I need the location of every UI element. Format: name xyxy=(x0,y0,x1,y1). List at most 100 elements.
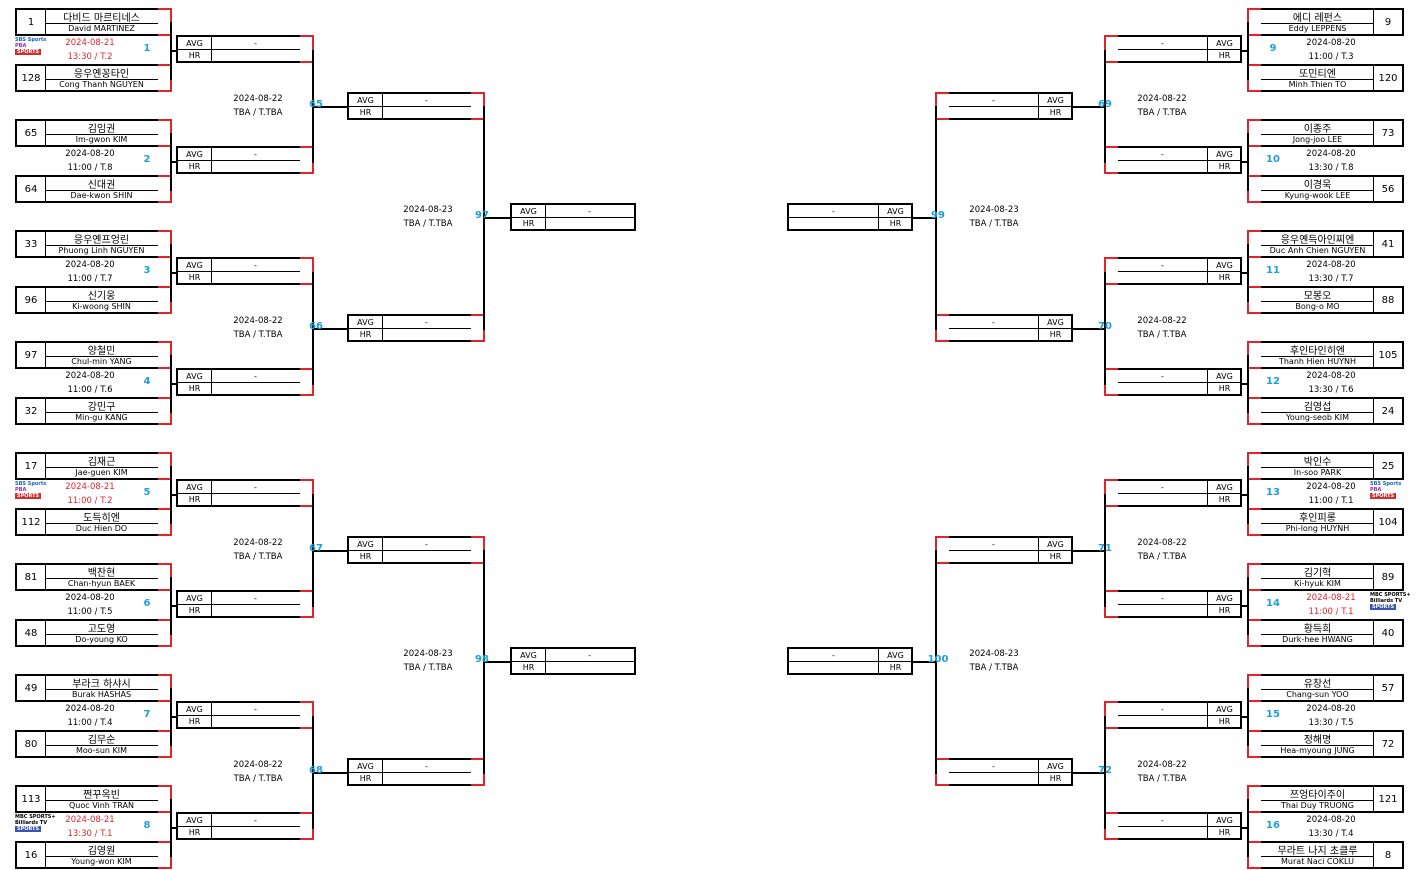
player-name-korean: 김영섭 xyxy=(1261,399,1374,413)
bracket-tab xyxy=(1104,701,1118,729)
bracket-tab xyxy=(1247,785,1261,813)
avg-label: AVG xyxy=(1207,703,1241,716)
connector-line xyxy=(1104,716,1106,829)
avg-value: - xyxy=(211,814,300,827)
mbc-logo-line3: SPORTS xyxy=(1370,604,1406,610)
hr-value xyxy=(211,271,300,283)
seed-number: 32 xyxy=(17,399,46,423)
avg-label: AVG xyxy=(178,481,212,494)
player-name-english: Dae-kwon SHIN xyxy=(70,191,133,200)
seed-number: 120 xyxy=(1373,66,1402,90)
match-date: 2024-08-23 xyxy=(969,649,1019,659)
hr-value xyxy=(1118,271,1207,283)
match-date: 2024-08-20 xyxy=(1306,38,1356,48)
player-name-english: Minh Thien TO xyxy=(1288,80,1347,89)
player-name-english: Bong-o MO xyxy=(1295,302,1340,311)
bracket-tab xyxy=(300,35,314,63)
hr-value xyxy=(789,661,878,673)
match-number: 72 xyxy=(1098,765,1112,776)
connector-line xyxy=(170,383,176,385)
bracket-tab xyxy=(1247,674,1261,702)
avg-value: - xyxy=(211,148,300,161)
match-time: TBA / T.TBA xyxy=(1137,108,1187,118)
connector-line xyxy=(911,217,935,219)
avg-value: - xyxy=(949,760,1038,773)
avg-label: AVG xyxy=(178,148,212,161)
hr-value xyxy=(211,715,300,727)
avg-value: - xyxy=(211,481,300,494)
player-name-english: Jae-guen KIM xyxy=(75,468,128,477)
player-name-korean: 김영원 xyxy=(45,843,158,857)
mbc-logo-line2: Billiards TV xyxy=(1370,598,1403,604)
match-time: 11:00 / T.1 xyxy=(1308,607,1354,617)
bracket-tab xyxy=(1247,508,1261,536)
seed-number: 80 xyxy=(17,732,46,756)
match-time: 11:00 / T.4 xyxy=(67,718,113,728)
player-name-korean: 무라트 나지 초클루 xyxy=(1261,843,1374,857)
hr-label: HR xyxy=(178,49,212,61)
seed-number: 113 xyxy=(17,787,46,811)
